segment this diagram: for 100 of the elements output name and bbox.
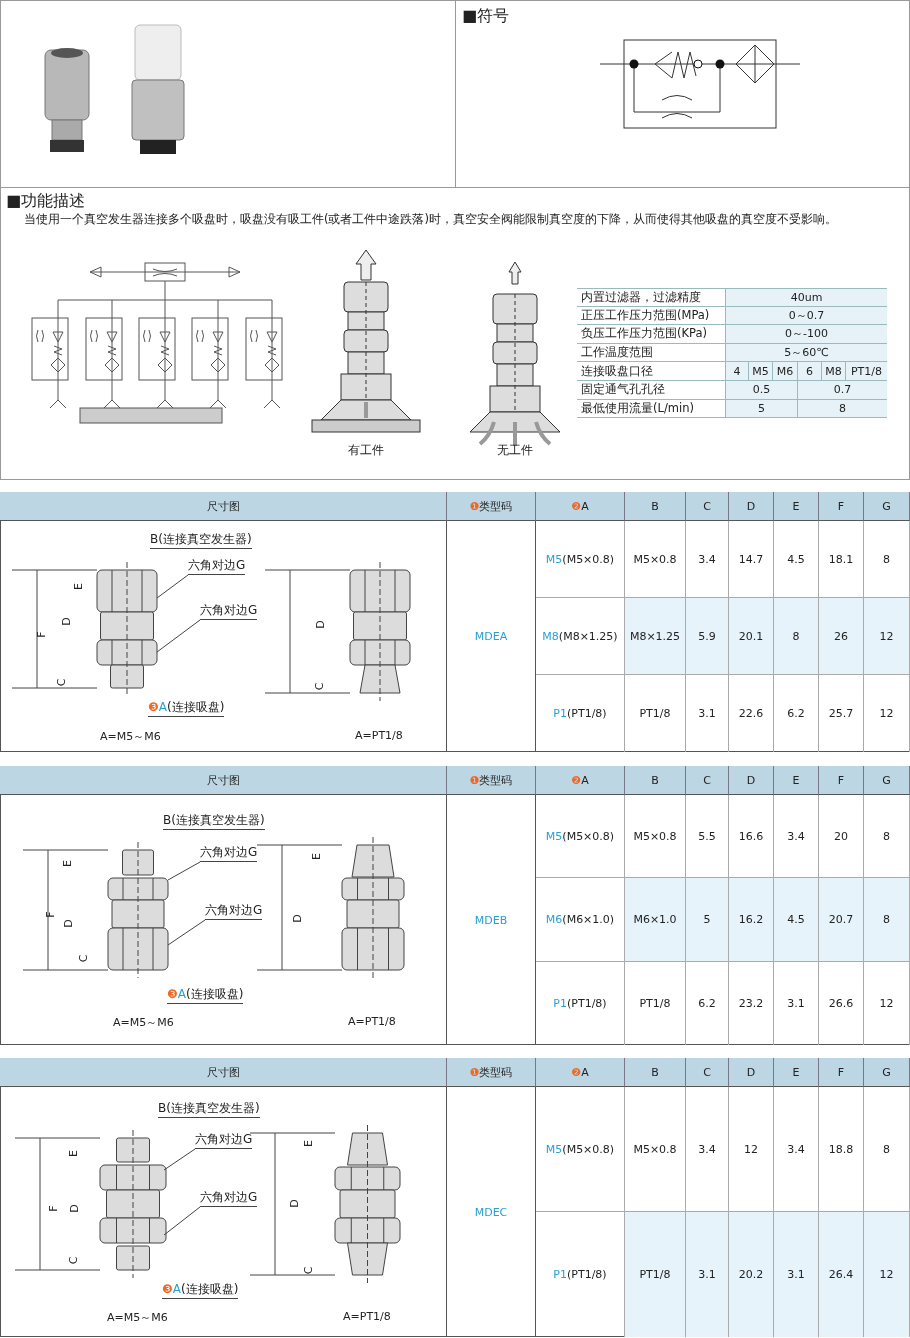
table-cell: 40um [725, 288, 887, 307]
section-heading: ■功能描述 [6, 191, 86, 212]
dimension-caption: A=M5～M6 [113, 1015, 174, 1030]
dimension-label: C [302, 1266, 316, 1275]
dimension-label: B(连接真空发生器) [158, 1100, 260, 1118]
caption-text: 无工件 [497, 442, 533, 459]
dimension-label: ❸A(连接吸盘) [167, 986, 244, 1004]
table-cell: MDEB [447, 795, 536, 1045]
dimension-label: E [72, 583, 85, 590]
dimension-label: F [43, 911, 57, 918]
leader-text: 六角对边G [195, 1131, 253, 1149]
leader-line [156, 574, 189, 599]
table-cell: M5(M5×0.8) [536, 521, 625, 598]
dimension-caption: A=PT1/8 [343, 1310, 391, 1323]
leader-line [163, 1148, 196, 1171]
table-cell: 26.4 [819, 1212, 864, 1337]
dimension-caption: A=PT1/8 [348, 1015, 396, 1028]
dimension-label: D [290, 914, 304, 923]
header-cell: D [729, 766, 774, 795]
table-cell: 0.5 [725, 381, 797, 400]
table-cell: 3.1 [686, 1212, 729, 1337]
table-cell: P1(PT1/8) [536, 961, 625, 1045]
header-cell: C [686, 492, 729, 521]
table-cell: PT1/8 [625, 961, 686, 1045]
table-cell: 22.6 [729, 675, 774, 752]
header-cell: E [774, 1058, 819, 1087]
table-cell: 5 [686, 878, 729, 962]
header-cell: ❷A [536, 1058, 625, 1087]
header-cell: F [819, 492, 864, 521]
header-cell: D [729, 1058, 774, 1087]
header-cell: E [774, 492, 819, 521]
leader-text: 六角对边G [200, 602, 258, 620]
header-cell: ❶类型码 [447, 1058, 536, 1087]
header-cell: E [774, 766, 819, 795]
header-cell: D [729, 492, 774, 521]
table-cell: 16.2 [729, 878, 774, 962]
table-cell: MDEC [447, 1087, 536, 1337]
dimension-label: F [46, 1205, 60, 1212]
table-cell: 3.1 [774, 961, 819, 1045]
table-cell: M8 [821, 362, 845, 381]
fitting-drawing [11, 561, 158, 697]
header-cell: G [864, 1058, 910, 1087]
dimension-label: E [61, 860, 74, 867]
header-cell: ❶类型码 [447, 492, 536, 521]
table-cell: 8 [864, 878, 910, 962]
caption-text: 有工件 [348, 442, 384, 459]
dimension-label: D [61, 919, 75, 928]
header-cell: ❷A [536, 766, 625, 795]
dimension-label: E [310, 853, 323, 860]
table-cell: 26 [819, 598, 864, 675]
header-cell: G [864, 492, 910, 521]
header-cell: 尺寸图 [0, 492, 447, 521]
dimension-label: D [59, 617, 73, 626]
leader-line [167, 861, 201, 881]
dimension-label: F [34, 631, 48, 638]
header-cell: ❶类型码 [447, 766, 536, 795]
table-cell: 5.9 [686, 598, 729, 675]
dimension-label: C [55, 678, 69, 687]
header-cell: C [686, 1058, 729, 1087]
fitting-drawing [14, 1129, 167, 1279]
header-cell: B [625, 1058, 686, 1087]
table-cell: M5 [748, 362, 772, 381]
table-cell: 0～-100 [725, 325, 887, 344]
header-cell: ❷A [536, 492, 625, 521]
table-cell: 4 [725, 362, 748, 381]
table-cell: 12 [864, 961, 910, 1045]
table-cell: MDEA [447, 521, 536, 752]
dimension-label: C [313, 682, 327, 691]
leader-text: 六角对边G [205, 902, 263, 920]
table-cell: M5(M5×0.8) [536, 1087, 625, 1212]
header-cell: G [864, 766, 910, 795]
dimension-label: D [287, 1199, 301, 1208]
table-cell: M6×1.0 [625, 878, 686, 962]
table-cell: 12 [864, 675, 910, 752]
table-cell: 6.2 [686, 961, 729, 1045]
section-heading: ■符号 [462, 6, 510, 27]
table-cell: 8 [774, 598, 819, 675]
dimension-label: D [313, 620, 327, 629]
table-cell: 23.2 [729, 961, 774, 1045]
table-cell: 20.1 [729, 598, 774, 675]
table-cell: 内置过滤器，过滤精度 [577, 288, 725, 307]
header-cell: B [625, 766, 686, 795]
fitting-drawing [22, 841, 169, 979]
header-cell: B [625, 492, 686, 521]
dimension-label: B(连接真空发生器) [150, 531, 252, 549]
dimension-label: ❸A(连接吸盘) [162, 1281, 239, 1299]
table-cell: P1(PT1/8) [536, 675, 625, 752]
table-cell: PT1/8 [845, 362, 887, 381]
table-cell: 6.2 [774, 675, 819, 752]
dimension-label: D [67, 1204, 81, 1213]
table-cell: 25.7 [819, 675, 864, 752]
dimension-caption: A=M5～M6 [100, 729, 161, 744]
table-cell: PT1/8 [625, 675, 686, 752]
leader-text: 六角对边G [200, 844, 258, 862]
dimension-label: E [67, 1150, 80, 1157]
dimension-label: ❸A(连接吸盘) [148, 699, 225, 717]
table-cell: M8×1.25 [625, 598, 686, 675]
table-cell: PT1/8 [625, 1212, 686, 1337]
leader-line [167, 919, 206, 946]
description-text: 当使用一个真空发生器连接多个吸盘时，吸盘没有吸工件(或者工件中途跌落)时，真空安全阀能限制真空度的下降，从而使得其他吸盘的真空度不受影响。 [24, 212, 837, 227]
